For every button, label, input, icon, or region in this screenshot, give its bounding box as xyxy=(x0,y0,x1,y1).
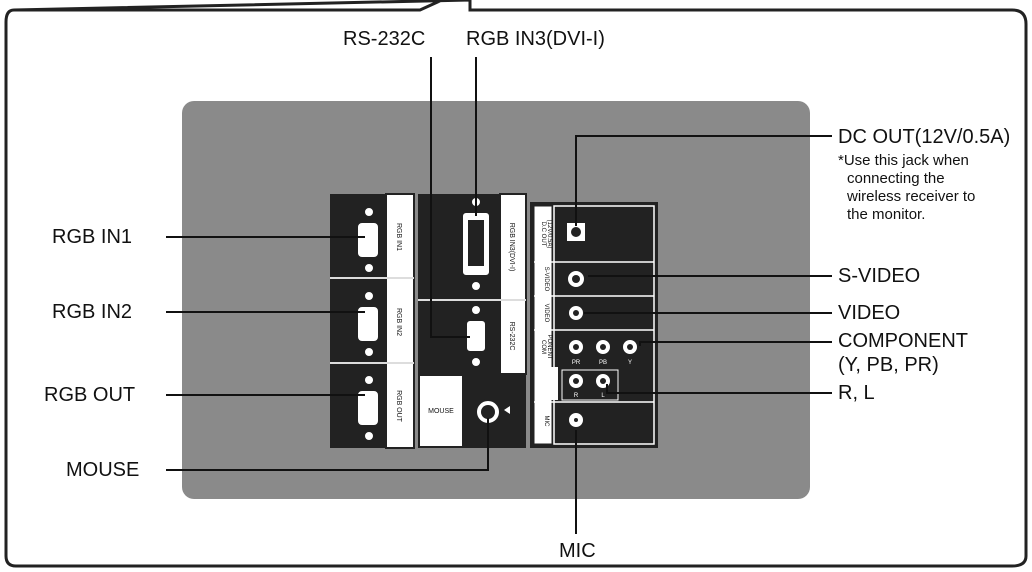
callout-mouse: MOUSE xyxy=(66,459,140,481)
panel-label-rgb-out: RGB OUT xyxy=(395,390,402,423)
panel-label-video: VIDEO xyxy=(543,304,549,323)
panel-label-dc-out-rating: (12V/0.5A) xyxy=(546,220,552,249)
panel-label-r: R xyxy=(574,393,579,399)
mouse-connector xyxy=(475,399,510,425)
middle-module: RGB IN3(DVI-I) RS-232C MOUSE xyxy=(418,193,527,448)
panel-label-rs232c: RS-232C xyxy=(508,322,515,351)
panel-label-component-2: PONENT xyxy=(546,334,552,359)
leader-lines xyxy=(166,57,832,534)
callout-rgb-in2: RGB IN2 xyxy=(52,301,133,323)
callout-component: COMPONENT xyxy=(838,330,968,352)
panel-label-mic: MIC xyxy=(543,416,549,428)
rgb-in2-connector xyxy=(356,290,380,358)
rgb-out-connector xyxy=(356,374,380,442)
callout-dc-out: DC OUT(12V/0.5A) xyxy=(838,126,1011,148)
callout-component-sub: (Y, PB, PR) xyxy=(838,354,939,376)
panel-label-dc-out: D.C OUT xyxy=(540,222,546,247)
panel-label-s-video: S-VIDEO xyxy=(543,267,549,292)
callout-mic: MIC xyxy=(559,540,596,562)
dvi-connector xyxy=(461,196,491,292)
panel-label-pb: PB xyxy=(599,360,607,366)
dc-out-note-line-2: connecting the xyxy=(847,170,945,187)
callout-rs232c: RS-232C xyxy=(343,28,426,50)
rgb-in1-connector xyxy=(356,206,380,274)
panel-label-rgb-in1: RGB IN1 xyxy=(395,223,402,251)
panel-label-pr: PR xyxy=(572,360,581,366)
panel-label-mouse: MOUSE xyxy=(428,408,454,415)
panel-label-y: Y xyxy=(628,360,632,366)
panel-label-rgb-in3: RGB IN3(DVI-I) xyxy=(508,223,515,272)
callout-s-video: S-VIDEO xyxy=(838,265,921,287)
callout-rgb-in1: RGB IN1 xyxy=(52,226,133,248)
av-module: PR PB Y R L D.C OUT (12V/0.5A) S-VIDEO V… xyxy=(530,202,658,448)
panel-label-l: L xyxy=(601,393,605,399)
panel-label-component: COM xyxy=(540,340,546,354)
callout-rgb-out: RGB OUT xyxy=(44,384,136,406)
callout-rgb-in3: RGB IN3(DVI-I) xyxy=(466,28,605,50)
panel-label-rgb-in2: RGB IN2 xyxy=(395,308,402,336)
callout-r-l: R, L xyxy=(838,382,875,404)
dc-out-note-line-1: *Use this jack when xyxy=(838,152,969,169)
dc-out-note-line-4: the monitor. xyxy=(847,206,926,223)
rgb-module: RGB IN1 RGB IN2 RGB OUT xyxy=(330,193,415,449)
callout-video: VIDEO xyxy=(838,302,901,324)
dc-out-note-line-3: wireless receiver to xyxy=(847,188,976,205)
